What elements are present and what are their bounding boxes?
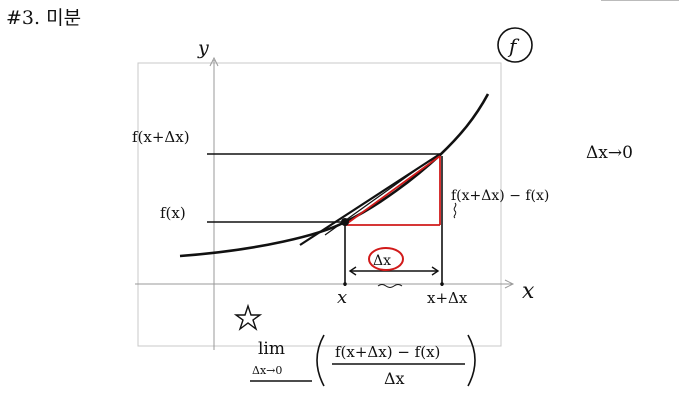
top-right-tab-edge (601, 0, 679, 1)
tick-label-x-plus-dx: x+Δx (427, 289, 468, 307)
difference-squiggle (453, 202, 457, 219)
red-hypotenuse (344, 155, 441, 226)
delta-x-bracket-right (431, 266, 440, 276)
delta-x-red-circle (368, 247, 404, 271)
formula-numerator: f(x+Δx) − f(x) (335, 343, 440, 361)
tick-x-dot (343, 282, 347, 286)
label-f-x: f(x) (160, 204, 186, 222)
formula-lim: lim (258, 339, 285, 359)
function-curve (179, 93, 490, 258)
label-delta-x: Δx (373, 253, 391, 269)
label-difference: f(x+Δx) − f(x) (451, 188, 549, 204)
tick-label-x: x (337, 287, 347, 308)
formula-denominator: Δx (384, 369, 405, 388)
badge-circle (497, 27, 533, 63)
delta-x-bracket-left (348, 266, 357, 276)
x-axis-arrow (504, 279, 515, 289)
formula-paren-right (467, 334, 476, 387)
star-icon (233, 303, 263, 331)
formula-paren-left (316, 334, 325, 387)
tangent-point (341, 218, 349, 226)
badge-label: f (507, 34, 520, 58)
formula-lim-sub: Δx→0 (252, 364, 282, 377)
y-axis-arrow (209, 56, 219, 67)
tick-x-plus-dx-dot (440, 282, 444, 286)
page-title: #3. 미분 (6, 7, 81, 29)
limit-note: Δx→0 (586, 143, 633, 163)
tangent-line (324, 159, 431, 236)
squiggle-underline (377, 284, 403, 288)
x-axis-label: x (522, 279, 535, 304)
y-axis-label: y (197, 37, 209, 59)
label-f-x-plus-dx: f(x+Δx) (132, 128, 190, 146)
